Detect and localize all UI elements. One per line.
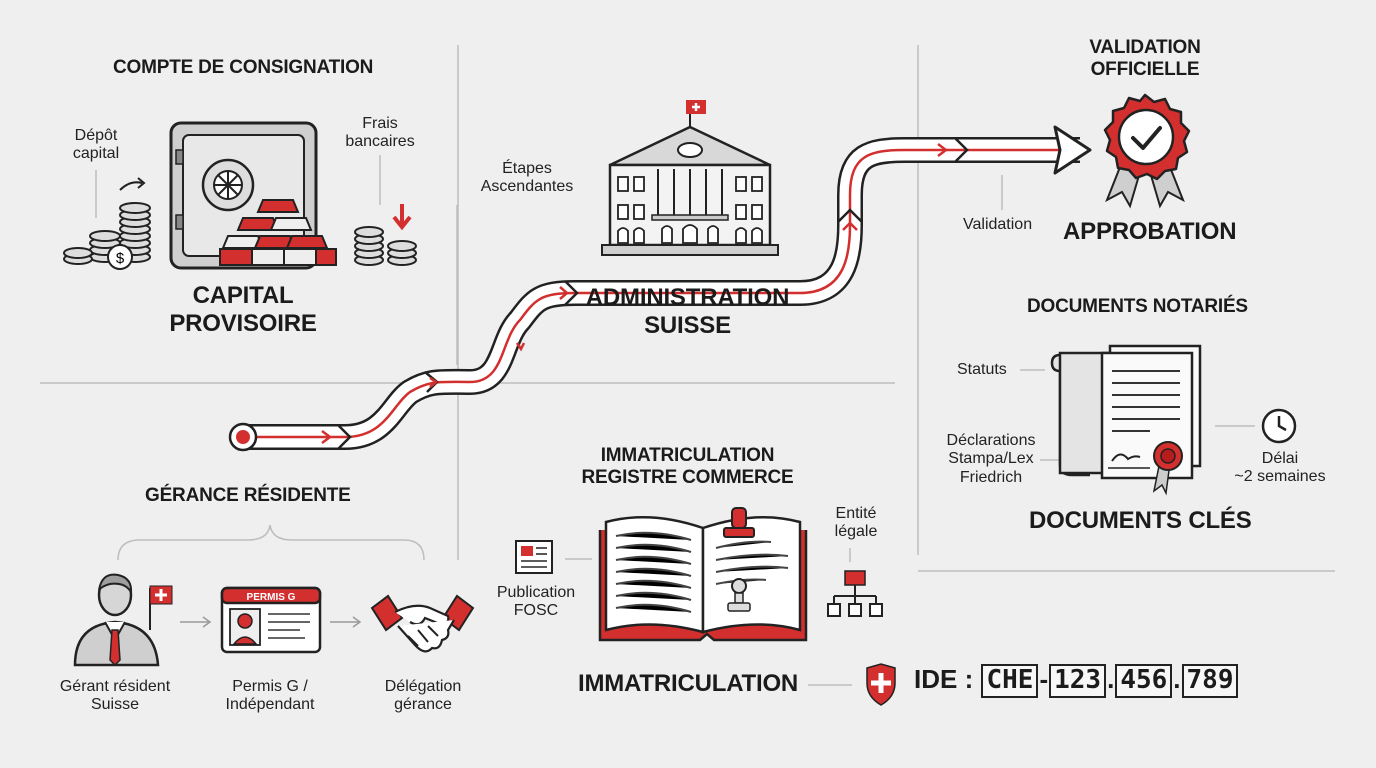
validation-arrow-label: Validation (963, 216, 1033, 233)
ide-part-2: 456 (1115, 664, 1173, 698)
certificate-seal-icon (1103, 93, 1191, 209)
permit-card-icon: PERMIS G (220, 586, 322, 654)
permit-label: Permis G / Indépendant (225, 678, 315, 714)
ide-part-3: 789 (1181, 664, 1239, 698)
newspaper-icon (515, 540, 553, 574)
delay-label: Délai ~2 semaines (1234, 450, 1326, 486)
ide-part-1: 123 (1049, 664, 1107, 698)
swiss-shield-icon (866, 663, 896, 706)
fees-coins-icon (354, 204, 417, 266)
manager-avatar-icon (73, 573, 173, 667)
documents-main-label: DOCUMENTS CLÉS (1029, 507, 1252, 534)
declarations-label: Déclarations Stampa/Lex Friedrich (946, 432, 1036, 486)
ide-sep-3: . (1173, 664, 1181, 694)
clock-icon (1261, 408, 1297, 444)
permit-card-title: PERMIS G (247, 592, 296, 603)
svg-text:$: $ (116, 250, 125, 267)
statuts-label: Statuts (957, 361, 1007, 378)
ide-part-prefix: CHE (981, 664, 1039, 698)
ide-sep-2: . (1107, 664, 1115, 694)
safe-icon (169, 121, 318, 270)
coins-icon: $ (63, 177, 151, 270)
documents-title: DOCUMENTS NOTARIÉS (1027, 296, 1248, 317)
validation-title: VALIDATION OFFICIELLE (1089, 37, 1201, 80)
ide-sep-1: - (1039, 664, 1049, 694)
manager-label: Gérant résident Suisse (59, 678, 171, 714)
building-icon (601, 100, 779, 256)
approbation-label: APPROBATION (1063, 218, 1237, 245)
gerance-title: GÉRANCE RÉSIDENTE (145, 485, 351, 506)
registre-main-label: IMMATRICULATION (578, 670, 799, 697)
publication-label: Publication FOSC (496, 584, 576, 620)
delegation-label: Délégation gérance (384, 678, 462, 714)
org-chart-icon (827, 570, 883, 617)
registre-title: IMMATRICULATION REGISTRE COMMERCE (581, 445, 794, 488)
fees-label: Frais bancaires (345, 115, 415, 151)
capital-label: CAPITAL PROVISOIRE (169, 282, 317, 337)
steps-label: Étapes Ascendantes (480, 160, 574, 196)
handshake-icon (370, 594, 475, 653)
documents-icon (1050, 344, 1202, 496)
consignation-title: COMPTE DE CONSIGNATION (113, 57, 374, 78)
gold-bars-icon (219, 199, 337, 266)
entity-label: Entité légale (834, 505, 878, 541)
register-book-icon (598, 507, 808, 642)
ide-number: IDE : CHE-123.456.789 (914, 664, 1239, 698)
administration-label: ADMINISTRATION SUISSE (585, 284, 790, 339)
deposit-label: Dépôt capital (72, 127, 120, 163)
ide-label: IDE : (914, 664, 974, 694)
